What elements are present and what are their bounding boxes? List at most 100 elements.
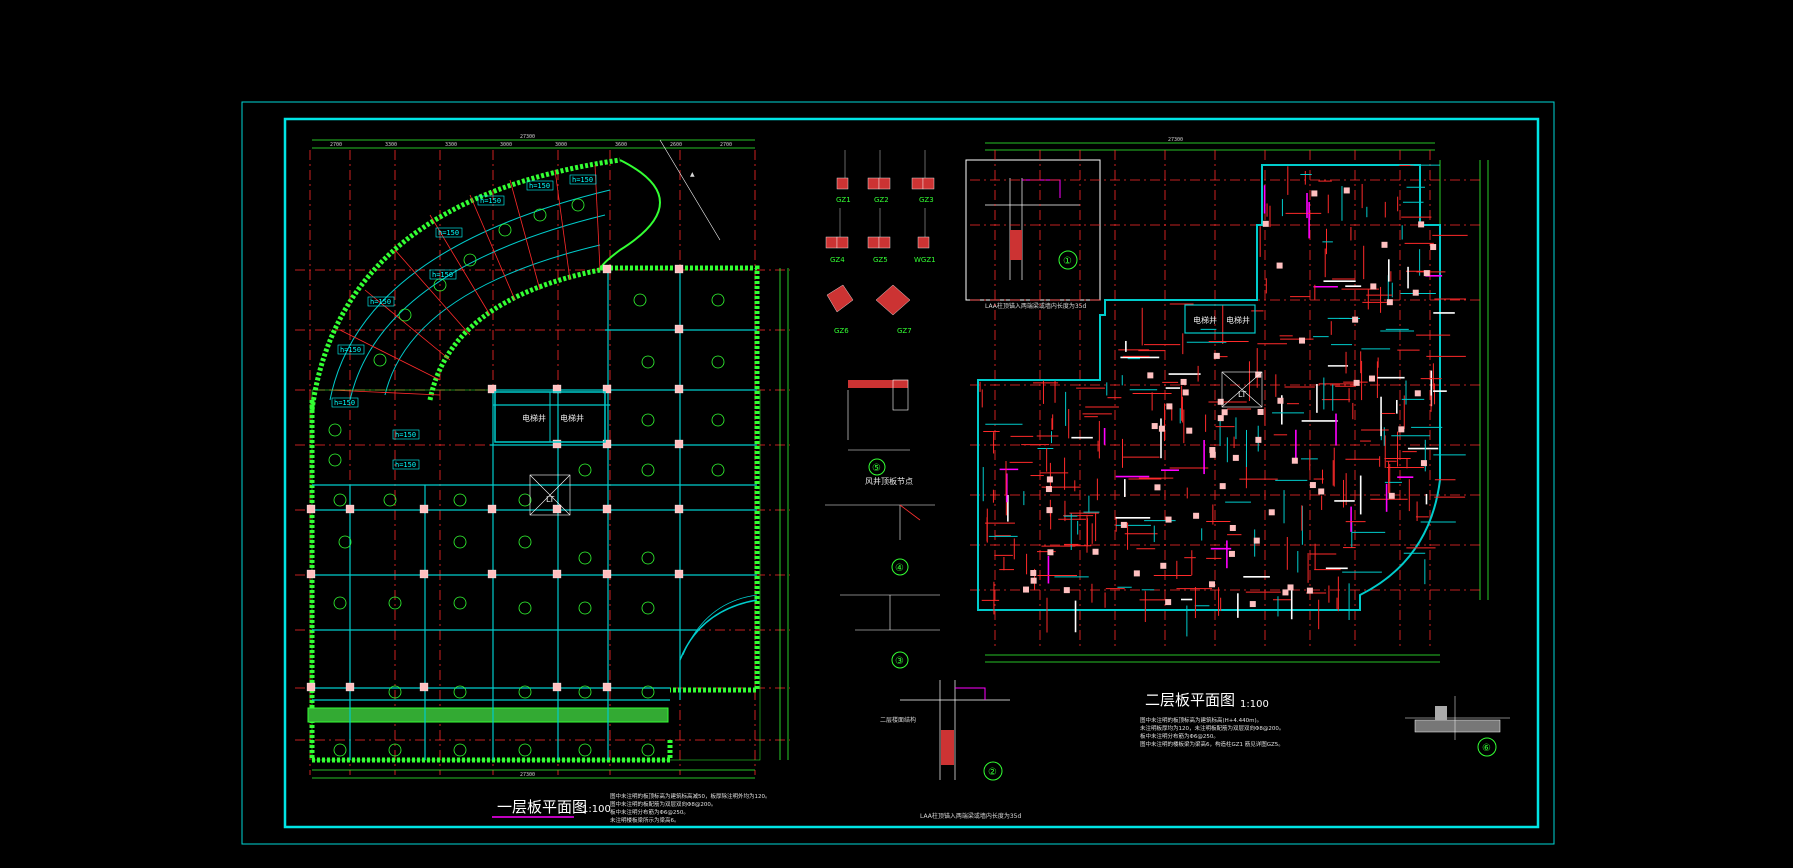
wgz1-label: WGZ1 (914, 256, 936, 264)
column-marker (1291, 457, 1298, 464)
column-marker (1368, 375, 1375, 382)
column-marker (1423, 270, 1430, 277)
detail1-number: ① (1063, 256, 1072, 267)
column-marker (1412, 289, 1419, 296)
column-marker (1045, 486, 1052, 493)
column-marker (1249, 601, 1256, 608)
column-marker (1257, 408, 1264, 415)
plan2-title: 二层板平面图 (1145, 691, 1235, 709)
column-marker (1430, 244, 1437, 251)
column-details: GZ1 GZ2 GZ3 GZ4 GZ5 WGZ1 GZ6 GZ7 (825, 150, 936, 335)
plan1-note-2: 板中未注明分布筋为Φ6@250。 (610, 808, 689, 816)
plan1-bottom-dimensions: 27300 (312, 769, 755, 779)
column-marker (1209, 581, 1216, 588)
column-marker (1299, 337, 1306, 344)
plan1-curved-wing: ▲ (309, 139, 721, 411)
column-marker (1353, 379, 1360, 386)
tag-h150: h=150 (395, 431, 416, 439)
plan2-floor-slab: 27300 电梯井 (970, 137, 1489, 748)
plan1-elevator-label-1: 电梯井 (522, 413, 546, 423)
plan1-top-total: 27300 (520, 134, 535, 140)
detail-6: ⑥ (1405, 696, 1510, 757)
plan2-elevator-label-2: 电梯井 (1226, 315, 1250, 325)
plan1-dim-0: 2700 (330, 142, 342, 148)
column-marker (1343, 187, 1350, 194)
plan1-title: 一层板平面图 (497, 798, 587, 816)
plan1-stair-label: LT (546, 495, 554, 504)
gz4-label: GZ4 (830, 256, 845, 264)
plan2-note-3: 图中未注明的楼板梁为梁高6，构造柱GZ1 筋见详图GZ5。 (1140, 740, 1284, 748)
gz3-label: GZ3 (919, 196, 934, 204)
plan1-dim-1: 3300 (385, 142, 397, 148)
column-marker (1255, 371, 1262, 378)
tag-h150: h=150 (529, 182, 550, 190)
column-marker (1217, 415, 1224, 422)
column-marker (1253, 537, 1260, 544)
detail-3: ③ (840, 594, 940, 669)
plan1-dim-4: 3000 (555, 142, 567, 148)
plan2-scale: 1:100 (1240, 699, 1269, 710)
plan1-bottom-total: 27300 (520, 772, 535, 778)
tag-h150: h=150 (340, 346, 361, 354)
plan2-note-1: 未注明板厚均为120，未注明板配筋为双层双向Φ8@200。 (1140, 724, 1284, 732)
plan1-dim-3: 3000 (500, 142, 512, 148)
detail2-side-label: 二层楼面结构 (880, 716, 916, 724)
gz6-label: GZ6 (834, 327, 849, 335)
detail6-number: ⑥ (1482, 743, 1491, 754)
column-marker (1277, 397, 1284, 404)
detail5-number: ⑤ (872, 463, 881, 474)
gz1-label: GZ1 (836, 196, 851, 204)
plan2-rebar-pattern (979, 164, 1468, 637)
column-marker (1030, 577, 1037, 584)
plan1-columns (306, 264, 684, 692)
detail2-caption: LAA柱顶锚入两端梁或墙内长度为35d (920, 812, 1021, 820)
tag-h150: h=150 (395, 461, 416, 469)
column-marker (1213, 352, 1220, 359)
column-marker (1151, 423, 1158, 430)
column-marker (1209, 451, 1216, 458)
gz2-label: GZ2 (874, 196, 889, 204)
tag-h150: h=150 (480, 197, 501, 205)
plan1-floor-slab: 27300 2700 3300 3300 3000 3000 3600 2600… (295, 134, 790, 824)
detail1-caption: LAA柱顶锚入两端梁或墙内长度为35d (985, 302, 1086, 310)
plan1-scale: 1:100 (582, 804, 611, 815)
column-marker (1262, 220, 1269, 227)
column-marker (1046, 476, 1053, 483)
plan1-walls (307, 265, 761, 763)
gz7-label: GZ7 (897, 327, 912, 335)
plan1-slab-markers (328, 198, 725, 757)
plan1-dim-7: 2700 (720, 142, 732, 148)
plan2-note-2: 板中未注明分布筋为Φ6@250。 (1140, 732, 1219, 740)
plan2-dimension-lines (985, 142, 1489, 663)
plan1-right-dimensions (779, 268, 789, 760)
column-marker (1209, 447, 1216, 454)
column-marker (1311, 190, 1318, 197)
column-marker (1229, 524, 1236, 531)
column-marker (1182, 389, 1189, 396)
column-marker (1193, 512, 1200, 519)
plan2-stair-label: LT (1238, 390, 1246, 399)
column-marker (1219, 483, 1226, 490)
column-marker (1147, 372, 1154, 379)
detail4-number: ④ (895, 563, 904, 574)
column-marker (1228, 550, 1235, 557)
plan1-thickness-tags: h=150 h=150 h=150 h=150 h=150 h=150 h=15… (331, 174, 597, 470)
column-marker (1276, 262, 1283, 269)
tag-h150: h=150 (370, 298, 391, 306)
plan2-elevator-label-1: 电梯井 (1193, 315, 1217, 325)
column-marker (1318, 488, 1325, 495)
column-marker (1120, 521, 1127, 528)
column-marker (1255, 436, 1262, 443)
tag-h150: h=150 (334, 399, 355, 407)
plan2-top-total: 27300 (1168, 137, 1183, 143)
plan1-note-1: 图中未注明的板配筋为双层双向Φ8@200。 (610, 800, 716, 808)
column-marker (1186, 427, 1193, 434)
column-marker (1158, 425, 1165, 432)
plan1-core: 电梯井 电梯井 LT (494, 391, 606, 516)
column-marker (1306, 587, 1313, 594)
column-marker (1309, 482, 1316, 489)
tag-h150: h=150 (572, 176, 593, 184)
plan1-elevator-label-2: 电梯井 (560, 413, 584, 423)
column-marker (1370, 283, 1377, 290)
column-marker (1217, 398, 1224, 405)
